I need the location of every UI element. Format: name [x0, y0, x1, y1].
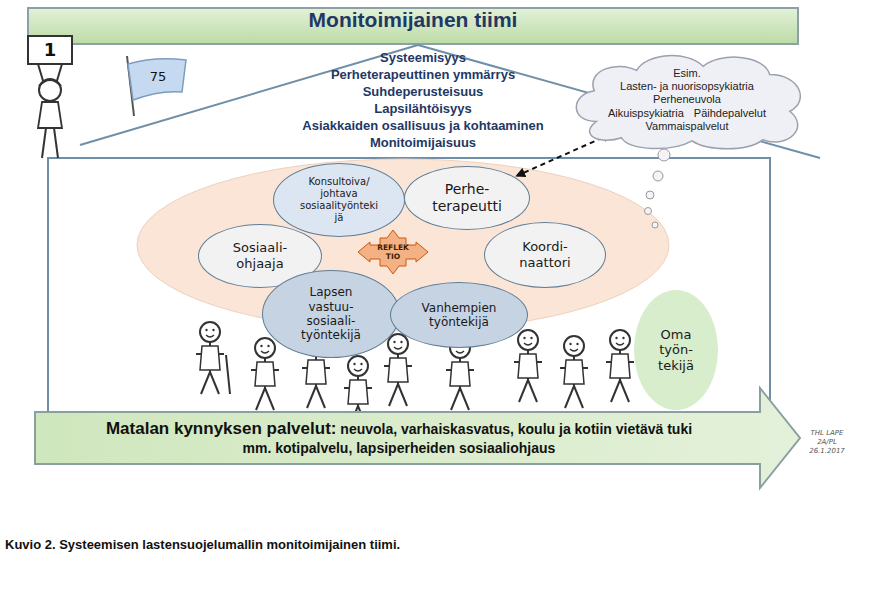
thought-bubble	[653, 171, 663, 181]
node-text: Konsultoiva/ johtava sosiaalityönteki jä	[300, 176, 378, 224]
caption: Kuvio 2. Systeemisen lastensuojelumallin…	[5, 537, 400, 552]
thought-bubble	[652, 222, 658, 228]
principle: Perheterapeuttinen ymmärrys	[263, 67, 583, 83]
role-ellipse: Konsultoiva/ johtava sosiaalityönteki jä	[273, 163, 405, 237]
node-text: Lapsen vastuu- sosiaali- työntekijä	[301, 285, 361, 343]
node-text: Vammaispalvelut	[646, 120, 729, 133]
role-ellipse: Vanhempien työntekijä	[390, 282, 528, 348]
reflection-arrows: REFLEK TIO	[358, 230, 428, 274]
principle: Systeemisyys	[263, 50, 583, 66]
title: Monitoimijainen tiimi	[28, 8, 798, 44]
node-text: Perhe- terapeutti	[432, 181, 502, 215]
node-text: Matalan kynnyksen palvelut:	[106, 419, 337, 438]
node-text: REFLEK TIO	[377, 243, 409, 261]
title-band	[28, 8, 798, 44]
node-text: Oma työn- tekijä	[658, 327, 694, 374]
principle: Suhdeperusteisuus	[263, 84, 583, 100]
node-text: Vanhempien työntekijä	[422, 301, 497, 330]
house-frame	[48, 158, 770, 412]
flag	[127, 56, 186, 116]
principle: Monitoimijaisuus	[263, 135, 583, 151]
roof-line	[418, 45, 820, 158]
node-text: Sosiaali- ohjaaja	[233, 240, 287, 271]
dashed-connector	[517, 134, 611, 176]
thought-bubble	[658, 149, 670, 161]
cloud: Esim.Lasten- ja nuorisopsykiatriaPerhene…	[566, 50, 808, 150]
node-text: Aikuispsykiatria	[608, 107, 684, 120]
principle: Asiakkaiden osallisuus ja kohtaaminen	[253, 118, 593, 134]
role-ellipse: Perhe- terapeutti	[404, 166, 530, 230]
flag-number: 75	[136, 69, 180, 85]
own-worker-ellipse: Oma työn- tekijä	[634, 290, 718, 410]
thought-bubble	[646, 191, 654, 199]
services-band: Matalan kynnyksen palvelut: neuvola, var…	[40, 413, 758, 463]
person-with-sign	[28, 36, 72, 158]
node-text: Esim.	[673, 67, 701, 80]
roof	[48, 45, 820, 158]
thought-bubble	[645, 208, 652, 215]
node-text: Koordi- naattori	[519, 239, 570, 270]
node-text: Päihdepalvelut	[694, 107, 766, 120]
role-ellipse: Koordi- naattori	[484, 222, 606, 288]
role-ellipse: Lapsen vastuu- sosiaali- työntekijä	[262, 270, 400, 358]
principle: Lapsilähtöisyys	[263, 101, 583, 117]
node-text: Perheneuvola	[653, 93, 721, 106]
node-text: Lasten- ja nuorisopsykiatria	[620, 80, 754, 93]
sign-number: 1	[30, 39, 70, 62]
watermark: THL LAPE 2A/PL 26.1.2017	[804, 429, 850, 455]
